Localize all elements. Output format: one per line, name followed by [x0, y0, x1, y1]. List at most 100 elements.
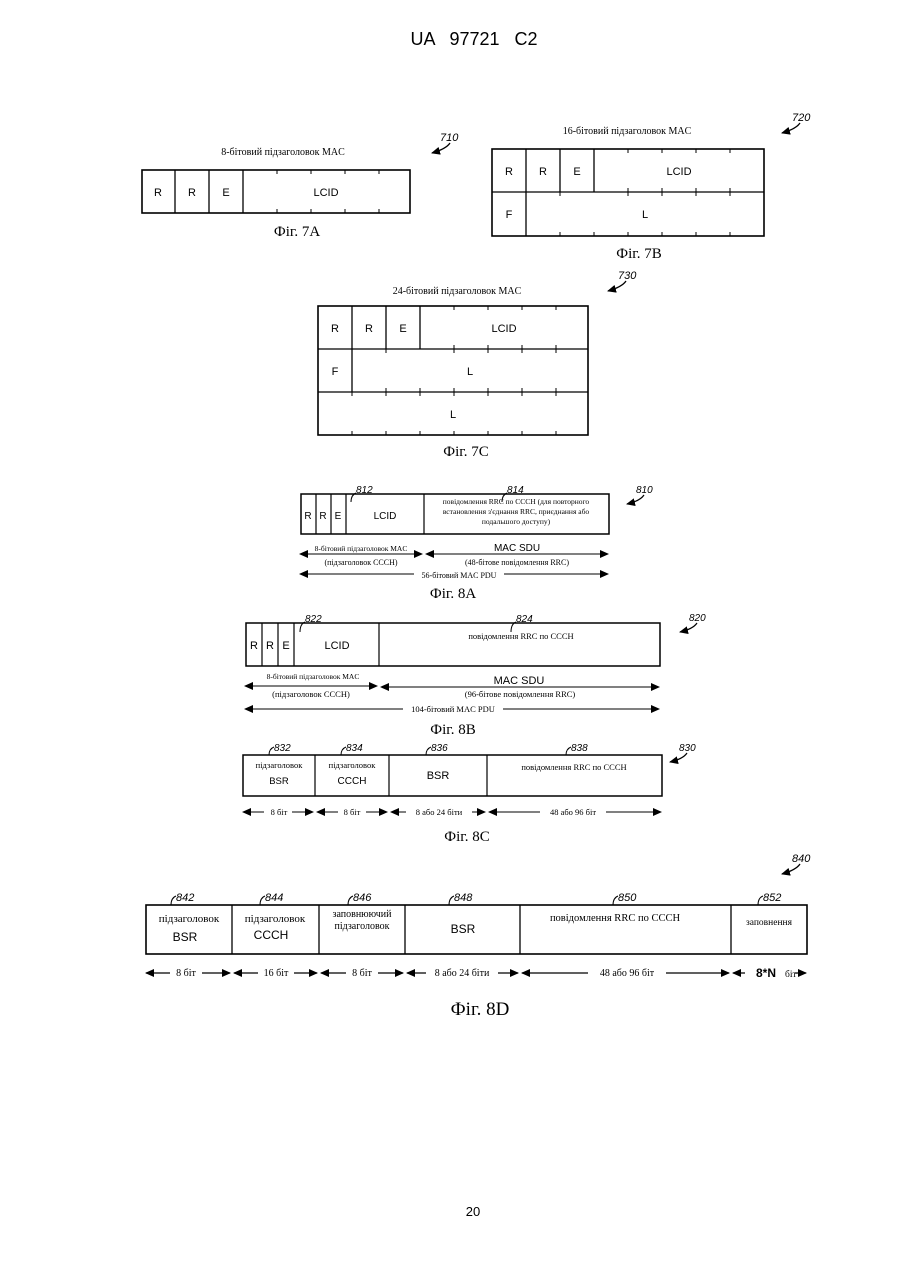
fig7b-title: 16-бітовий підзаголовок MAC [563, 126, 692, 137]
fig8d-size-1: 8 біт [176, 968, 196, 979]
fig7a-field-lcid: LCID [313, 187, 338, 199]
fig8d-ref-844: 844 [265, 892, 283, 904]
fig8d-pdu-box: підзаголовок BSR підзаголовок CCCH запов… [146, 905, 807, 954]
fig7b-field-l: L [642, 209, 648, 221]
fig8b-caption: Фіг. 8B [430, 722, 475, 738]
fig8d-size-5: 48 або 96 біт [600, 968, 655, 979]
fig8c-size-2: 8 біт [344, 807, 361, 817]
figure-8a: 810 812 814 R R E LCID повідомлення RRC … [300, 485, 653, 602]
fig7a-field-e: E [222, 187, 229, 199]
fig8c-cell-ccch-subheader-l1: підзаголовок [329, 760, 377, 770]
fig8d-caption: Фіг. 8D [451, 999, 510, 1020]
fig8a-message-line-2: встановлення з'єднання RRC, приєднання а… [443, 507, 590, 516]
fig7a-ref-arrow [432, 143, 450, 153]
fig8d-size-3: 8 біт [352, 968, 372, 979]
fig8c-pdu-box: підзаголовок BSR підзаголовок CCCH BSR п… [243, 755, 662, 796]
fig7b-field-r1: R [505, 166, 513, 178]
fig8d-size-4: 8 або 24 біти [435, 968, 490, 979]
figure-7b: 16-бітовий підзаголовок MAC 720 R R E LC… [492, 112, 811, 262]
fig8a-field-lcid: LCID [374, 511, 397, 522]
fig8d-ref-arrow [782, 864, 800, 874]
fig7c-field-l2: L [450, 409, 456, 421]
fig8c-cell-bsr: BSR [427, 770, 450, 782]
fig8d-cell-padding: заповнення [746, 918, 793, 928]
fig8b-message: повідомлення RRC по CCCH [468, 631, 573, 641]
fig7b-field-lcid: LCID [666, 166, 691, 178]
fig7c-field-e: E [399, 323, 406, 335]
fig8d-ref-number: 840 [792, 853, 811, 865]
fig7c-header-box: R R E LCID F L L [318, 306, 588, 435]
fig8a-pdu-box: R R E LCID повідомлення RRC по CCCH (для… [301, 494, 609, 534]
fig8c-cell-ccch-subheader-l2: CCCH [338, 776, 367, 787]
figure-7c: 24-бітовий підзаголовок MAC 730 R R E LC… [318, 270, 637, 460]
fig7a-field-r2: R [188, 187, 196, 199]
fig7c-field-f: F [332, 366, 339, 378]
fig7c-caption: Фіг. 7C [443, 444, 488, 460]
fig8d-ref-848: 848 [454, 892, 473, 904]
fig7c-field-r2: R [365, 323, 373, 335]
fig8c-cell-bsr-subheader-l1: підзаголовок [256, 760, 304, 770]
fig7b-field-r2: R [539, 166, 547, 178]
fig8c-ref-834: 834 [346, 743, 363, 754]
fig8a-caption: Фіг. 8A [430, 586, 476, 602]
fig8b-sdu-sub: (96-бітове повідомлення RRC) [465, 689, 576, 699]
figure-8d: 840 842 844 846 848 850 852 підзаголовок… [146, 853, 811, 1020]
fig7b-caption: Фіг. 7B [616, 246, 661, 262]
fig8c-ref-838: 838 [571, 743, 588, 754]
fig8d-cell-rrc-message: повідомлення RRC по CCCH [550, 913, 681, 924]
fig8b-pdu-label: 104-бітовий MAC PDU [411, 704, 495, 714]
fig8d-cell-padding-subheader-l2: підзаголовок [335, 921, 390, 932]
fig7b-ref-number: 720 [792, 112, 811, 124]
fig8a-field-r2: R [319, 511, 326, 522]
fig8b-header-label: 8-бітовий підзаголовок MAC [267, 672, 360, 681]
fig8a-sdu-label: MAC SDU [494, 543, 540, 554]
fig8d-ref-846: 846 [353, 892, 372, 904]
fig8d-cell-ccch-subheader-l1: підзаголовок [245, 913, 306, 925]
fig8a-field-r1: R [304, 511, 311, 522]
fig8b-field-e: E [282, 640, 289, 652]
fig7c-field-r1: R [331, 323, 339, 335]
fig8d-size-6-value: 8*N [756, 966, 776, 980]
fig7c-ref-number: 730 [618, 270, 637, 282]
fig7a-ref-number: 710 [440, 132, 459, 144]
figure-8c: 830 832 834 836 838 підзаголовок BSR під… [243, 743, 696, 845]
fig8d-cell-ccch-subheader-l2: CCCH [254, 928, 289, 942]
fig8b-ref-number: 820 [689, 613, 706, 624]
document-id: UA 97721 C2 [410, 29, 537, 49]
fig8b-header-sub: (підзаголовок CCCH) [272, 689, 350, 699]
fig8b-pdu-box: R R E LCID повідомлення RRC по CCCH [246, 623, 660, 666]
fig7a-title: 8-бітовий підзаголовок MAC [221, 147, 345, 158]
fig8d-cell-bsr-subheader-l2: BSR [173, 930, 198, 944]
fig8d-cell-bsr-subheader-l1: підзаголовок [159, 913, 220, 925]
fig8d-size-6-unit: біт [785, 969, 797, 980]
fig8b-field-r2: R [266, 640, 274, 652]
fig8a-field-e: E [335, 511, 342, 522]
fig8d-size-2: 16 біт [264, 968, 289, 979]
fig8d-cell-bsr: BSR [451, 922, 476, 936]
fig8c-size-4: 48 або 96 біт [550, 807, 596, 817]
fig7c-title: 24-бітовий підзаголовок MAC [393, 286, 522, 297]
fig8a-ref-number: 810 [636, 485, 653, 496]
fig8c-size-3: 8 або 24 біти [416, 807, 463, 817]
fig8a-ref-arrow [627, 495, 644, 504]
fig7a-caption: Фіг. 7A [274, 224, 320, 240]
fig8d-ref-842: 842 [176, 892, 194, 904]
fig8b-ref-arrow [680, 623, 697, 632]
fig8c-ref-number: 830 [679, 743, 696, 754]
fig8a-header-sub: (підзаголовок CCCH) [324, 558, 397, 567]
fig7c-field-l1: L [467, 366, 473, 378]
fig8a-sdu-sub: (48-бітове повідомлення RRC) [465, 558, 569, 567]
figure-7a: 8-бітовий підзаголовок MAC 710 R R E LCI… [142, 132, 459, 240]
fig7a-header-box: R R E LCID [142, 170, 410, 213]
fig7b-field-f: F [506, 209, 513, 221]
fig7b-ref-arrow [782, 123, 800, 133]
fig8c-size-1: 8 біт [271, 807, 288, 817]
fig8a-message-line-1: повідомлення RRC по CCCH (для повторного [443, 497, 590, 506]
fig8b-field-r1: R [250, 640, 258, 652]
fig8b-sdu-label: MAC SDU [494, 675, 545, 687]
fig7a-field-r1: R [154, 187, 162, 199]
fig8c-caption: Фіг. 8C [444, 829, 489, 845]
fig8b-field-lcid: LCID [324, 640, 349, 652]
fig8c-cell-rrc-message: повідомлення RRC по CCCH [521, 762, 626, 772]
